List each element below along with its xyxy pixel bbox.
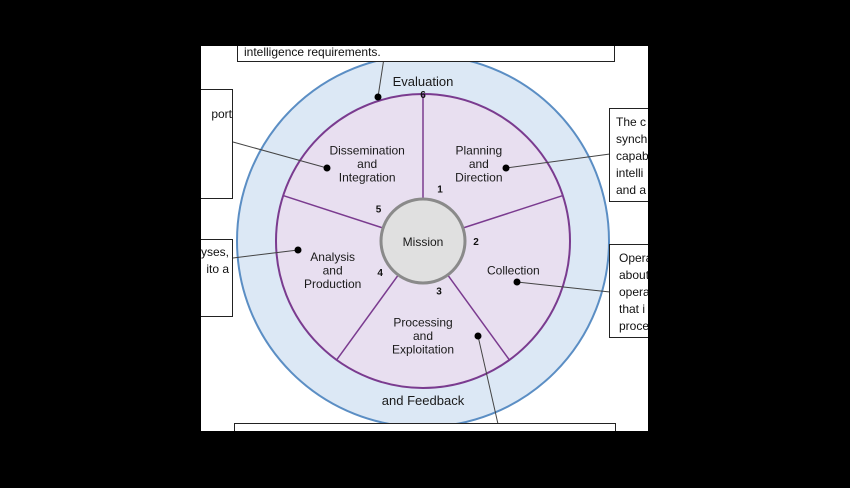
callout-bottom [234, 423, 616, 431]
segment-divider [335, 274, 399, 361]
segment-label: Analysis [310, 250, 355, 264]
segment-number: 3 [436, 286, 442, 297]
callout-right-upper-line: The c [616, 115, 647, 129]
callout-right-lower-line: opera [619, 285, 648, 299]
segment-label: Integration [339, 171, 396, 185]
bullet-dot [374, 93, 382, 101]
leader-line [477, 335, 499, 425]
evaluation-label: Evaluation [393, 74, 454, 89]
segment-label: and [469, 157, 489, 171]
segment-label: Exploitation [392, 343, 454, 357]
leader-line [232, 141, 328, 169]
segment-label: Collection [487, 263, 540, 277]
feedback-label: and Feedback [382, 393, 465, 408]
mission-hub [379, 197, 467, 285]
callout-right-upper-line: and a [616, 183, 647, 197]
callout-left-lower-line: ito a [206, 262, 229, 276]
segment-divider [462, 194, 564, 229]
callout-top-text: intelligence requirements. [244, 46, 381, 59]
bullet-dot [513, 278, 521, 286]
segment-label: Processing [393, 316, 452, 330]
callout-right-lower-line: about [619, 268, 648, 282]
segment-label: Production [304, 277, 361, 291]
callout-top: intelligence requirements. [237, 46, 615, 62]
bullet-dot [294, 246, 302, 254]
segment-label: and [413, 329, 433, 343]
segment-number: 1 [437, 185, 443, 196]
segment-number: 5 [376, 205, 382, 216]
bullet-dot [323, 164, 331, 172]
callout-left-upper-line: port [211, 107, 232, 121]
mission-label: Mission [403, 235, 444, 249]
callout-right-upper-line: synch [616, 132, 648, 146]
callout-left-lower: yses, ito a [201, 239, 233, 317]
callout-left-upper: port [201, 89, 233, 199]
leader-line [232, 249, 299, 259]
segment-divider [447, 274, 511, 361]
segment-label: Direction [455, 171, 502, 185]
bullet-dot [474, 332, 482, 340]
segment-number: 4 [377, 268, 383, 279]
leader-line [516, 281, 611, 293]
segment-label: and [323, 263, 343, 277]
callout-right-upper-line: intelli [616, 166, 644, 180]
callout-left-lower-line: yses, [201, 245, 229, 259]
callout-right-lower-line: that i [619, 302, 646, 316]
segment-divider [282, 194, 384, 229]
segment-label: Dissemination [329, 144, 404, 158]
callout-right-lower-line: proce [619, 319, 648, 333]
bullet-dot [502, 164, 510, 172]
leader-line [377, 57, 385, 98]
callout-right-upper-line: capab [616, 149, 648, 163]
segment-number: 2 [473, 237, 479, 248]
callout-right-upper: The c synch capab intelli and a [609, 108, 648, 202]
evaluation-number: 6 [420, 90, 426, 101]
segment-label: Planning [455, 144, 502, 158]
segment-label: and [357, 157, 377, 171]
leader-line [505, 153, 611, 169]
